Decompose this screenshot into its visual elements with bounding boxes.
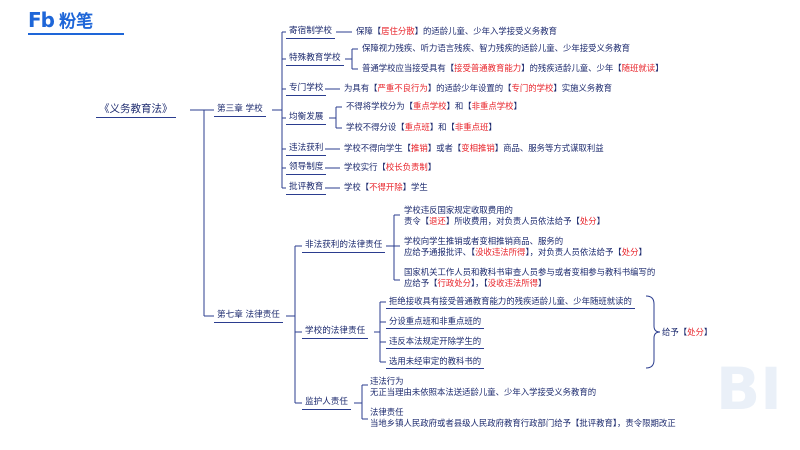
illegal-profit-node: 违法获利 — [286, 142, 327, 156]
illegal-profit-liability-node: 非法获利的法律责任 — [302, 239, 386, 253]
boarding-school-text: 保障【居住分散】的适龄儿童、少年入学接受义务教育 — [356, 26, 557, 36]
special-school-item2: 普通学校应当接受具有【接受普通教育能力】的残疾适龄儿童、少年【随班就读】 — [362, 63, 664, 73]
illegal-c-line1: 国家机关工作人员和教科书审查人员参与或者变相参与教科书编写的 — [404, 267, 656, 277]
school-liability-node: 学校的法律责任 — [302, 325, 369, 339]
guardian-liability-node: 监护人责任 — [302, 396, 351, 410]
balanced-item2: 学校不得分设【重点班】和【非重点班】 — [346, 122, 497, 132]
guardian-b-title: 法律责任 — [370, 407, 404, 417]
illegal-b-line1: 学校向学生推销或者变相推销商品、服务的 — [404, 236, 564, 246]
balanced-item1: 不得将学校分为【重点学校】和【非重点学校】 — [346, 101, 522, 111]
brand-logo: Fb 粉笔 — [28, 7, 93, 32]
logo-mark: Fb — [28, 8, 55, 32]
leadership-text: 学校实行【校长负责制】 — [344, 162, 437, 172]
special-school-node: 特殊教育学校 — [286, 52, 344, 66]
guardian-a-title: 违法行为 — [370, 376, 404, 386]
root-node: 《义务教育法》 — [96, 103, 176, 118]
criticism-node: 批评教育 — [286, 181, 327, 195]
logo-name: 粉笔 — [59, 12, 94, 32]
illegal-a-line2: 责令【退还】所收费用，对负责人员依法给予【处分】 — [404, 216, 605, 226]
guardian-b-text: 当地乡镇人民政府或者县级人民政府教育行政部门给予【批评教育】，责令限期改正 — [370, 418, 676, 428]
school-liability-result: 给予【处分】 — [662, 327, 713, 337]
school-liability-item: 违反本法规定开除学生的 — [386, 336, 485, 349]
balanced-development-node: 均衡发展 — [286, 111, 327, 125]
illegal-c-line2: 应给予【行政处分】，【没收违法所得】 — [404, 278, 547, 288]
specialized-school-text: 为具有【严重不良行为】的适龄少年设置的【专门的学校】实施义务教育 — [344, 83, 612, 93]
school-liability-item: 拒绝接收具有接受普通教育能力的残疾适龄儿童、少年随班就读的 — [386, 296, 635, 309]
chapter3-node: 第三章 学校 — [214, 103, 266, 117]
illegal-a-line1: 学校违反国家规定收取费用的 — [404, 205, 513, 215]
boarding-school-node: 寄宿制学校 — [286, 25, 335, 39]
logo-underline — [28, 33, 124, 35]
criticism-text: 学校【不得开除】学生 — [344, 182, 428, 192]
illegal-profit-text: 学校不得向学生【推销】或者【变相推销】商品、服务等方式谋取利益 — [344, 143, 604, 153]
specialized-school-node: 专门学校 — [286, 82, 327, 96]
chapter7-node: 第七章 法律责任 — [214, 309, 283, 323]
watermark-text: BI — [716, 355, 782, 423]
special-school-item1: 保障视力残疾、听力语言残疾、智力残疾的适龄儿童、少年接受义务教育 — [362, 43, 630, 53]
leadership-node: 领导制度 — [286, 161, 327, 175]
school-liability-item: 选用未经审定的教科书的 — [386, 356, 485, 369]
school-liability-item: 分设重点班和非重点班的 — [386, 316, 485, 329]
illegal-b-line2: 应给予通报批评、【没收违法所得】，对负责人员依法给予【处分】 — [404, 247, 647, 257]
guardian-a-text: 无正当理由未依照本法送适龄儿童、少年入学接受义务教育的 — [370, 387, 597, 397]
